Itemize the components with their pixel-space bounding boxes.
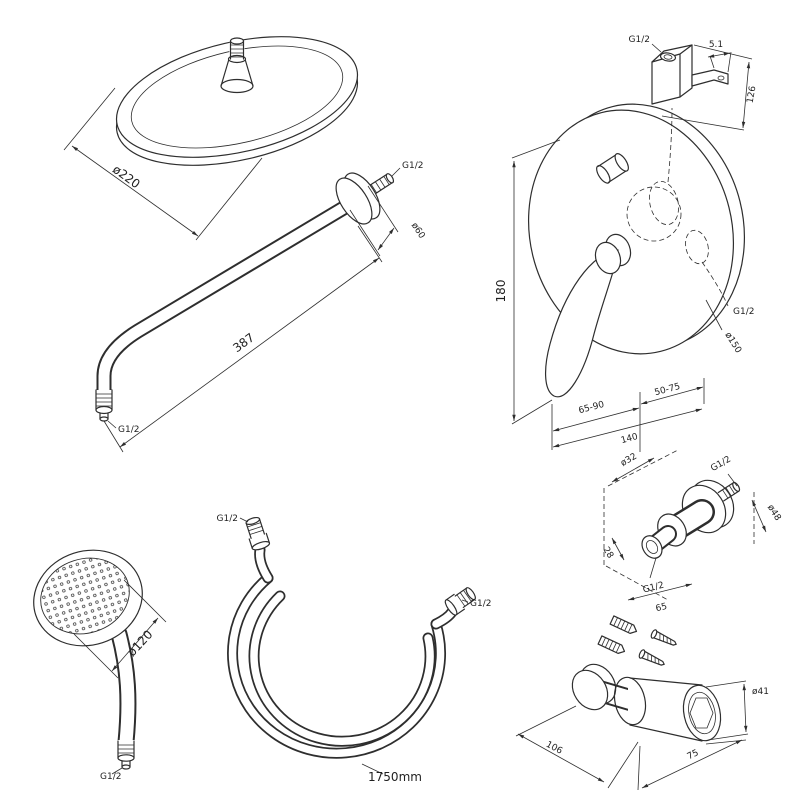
- mixer-plate: [527, 109, 735, 355]
- hose-length-label: 1750mm: [368, 770, 422, 784]
- mixer-diverter-knob: [596, 153, 629, 184]
- hand-shower-spray-face: [40, 557, 130, 635]
- hose-connector-left: [243, 516, 271, 551]
- outlet-depth-label: 28: [600, 545, 615, 560]
- mixer-drawing: G1/2 5.1 126 180 65-90 140 50-75 G1: [494, 35, 759, 452]
- outlet-top-thread-label: G1/2: [709, 455, 733, 474]
- holder-wall-plate: [571, 669, 609, 711]
- mixer-height-left-label: 180: [494, 280, 508, 303]
- shower-head-disc: [115, 36, 359, 158]
- outlet-width-label: 65: [655, 602, 669, 614]
- wall-outlet-drawing: ø32 G1/2 ø48 28 G1/2 65: [600, 449, 783, 614]
- wall-outlet-holder-socket: [641, 535, 663, 559]
- arm-diameter-label: ø60: [409, 221, 427, 241]
- arm-wall-thread-label: G1/2: [402, 161, 423, 171]
- wall-holder-drawing: ø41 106 75: [515, 663, 769, 791]
- mixer-top-thread-label: G1/2: [629, 35, 650, 45]
- holder-depth-label: 75: [686, 748, 701, 762]
- fasteners-drawing: [597, 615, 677, 666]
- holder-hex-socket: [689, 697, 714, 729]
- mixer-lever-handle: [545, 249, 619, 398]
- hand-shower-drawing: ø120 G1/2: [33, 549, 167, 782]
- mixer-side-thread-label: G1/2: [733, 307, 754, 317]
- mixer-bracket-dim-label: 5.1: [709, 40, 723, 50]
- handshower-diameter-label: ø120: [125, 627, 156, 659]
- mixer-depth-range-label: 65-90: [578, 400, 606, 416]
- mixer-offset-range-label: 50-75: [654, 382, 682, 398]
- overhead-diameter-label: ø220: [110, 162, 143, 191]
- arm-length-label: 387: [230, 330, 257, 355]
- hose-connector-right: [444, 585, 478, 616]
- arm-outlet-thread-label: G1/2: [118, 425, 139, 435]
- hose-thread-left-label: G1/2: [217, 514, 238, 524]
- mixer-mounting-bracket: [691, 69, 729, 87]
- overhead-shower-drawing: ø220: [63, 36, 359, 241]
- outlet-side-diameter-label: ø48: [765, 503, 783, 523]
- holder-cup-diameter-label: ø41: [752, 687, 769, 697]
- handshower-thread-label: G1/2: [100, 772, 121, 782]
- hose-thread-right-label: G1/2: [470, 599, 491, 609]
- hose-drawing: G1/2 G1/2 1750mm: [217, 514, 492, 784]
- mixer-plate-diameter-label: ø150: [722, 331, 743, 356]
- mixer-width-label: 140: [620, 432, 639, 446]
- outlet-top-diameter-label: ø32: [619, 452, 639, 469]
- mixer-height-right-label: 126: [746, 85, 759, 104]
- shower-arm-drawing: G1/2 ø60 G1/2 387: [95, 161, 427, 453]
